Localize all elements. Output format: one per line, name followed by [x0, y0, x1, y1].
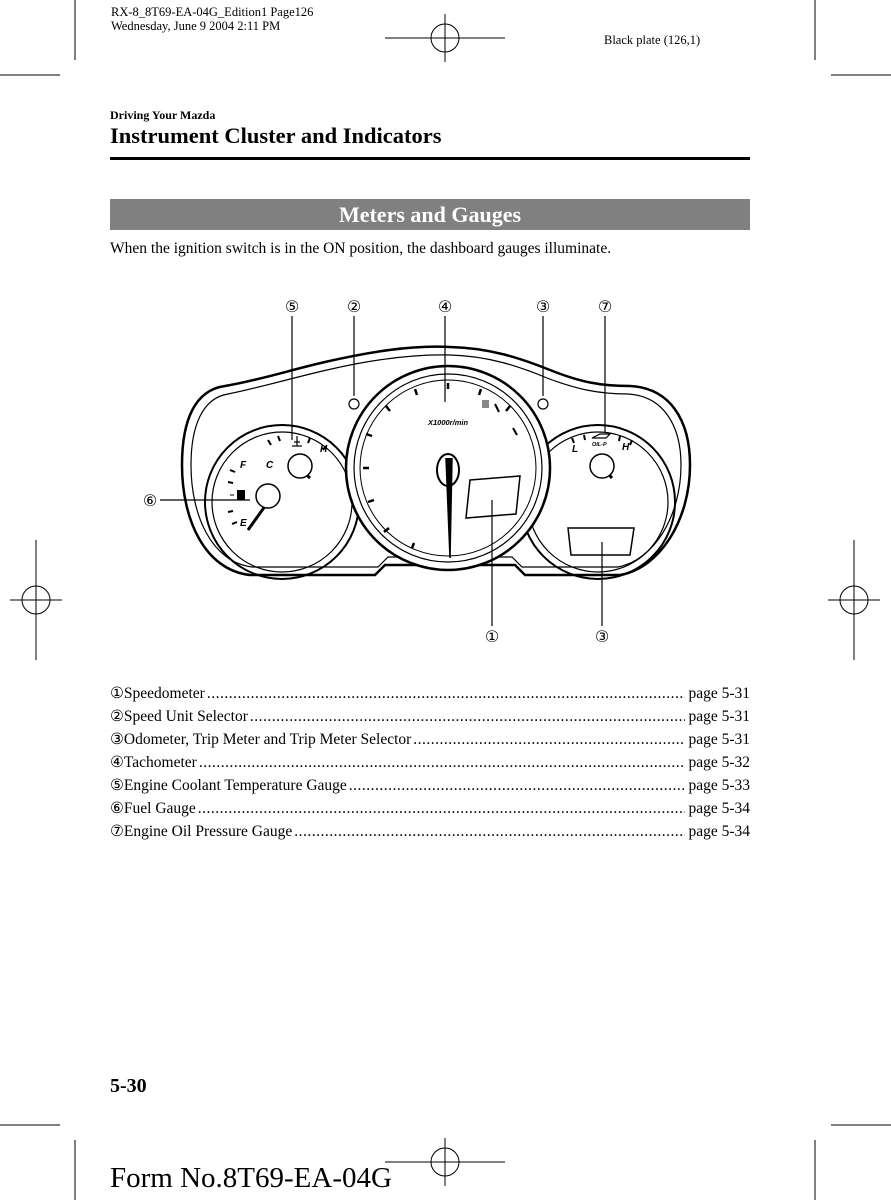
section-label: Driving Your Mazda	[110, 108, 216, 122]
left-gauge	[204, 424, 360, 580]
item-page-ref: page 5-31	[688, 708, 750, 725]
registration-mark-bottom	[385, 1138, 505, 1186]
fuel-empty-mark: E	[240, 518, 247, 529]
item-page-ref: page 5-34	[688, 823, 750, 840]
speedometer-display	[465, 475, 521, 519]
tach-unit-label: X1000r/min	[427, 418, 468, 427]
temp-hot-mark: H	[320, 444, 328, 455]
instrument-cluster-diagram: X1000r/min C H F E L H OIL-P ⑤ ② ④ ③ ⑦ ⑥…	[143, 297, 692, 646]
item-page-ref: page 5-32	[688, 754, 750, 771]
item-label: Engine Oil Pressure Gauge	[123, 823, 293, 840]
oil-low-mark: L	[572, 444, 578, 455]
item-page-ref: page 5-31	[688, 731, 750, 748]
tach-ticks	[363, 383, 511, 549]
odometer-display	[567, 527, 635, 556]
callout-3-bottom: ③	[595, 627, 609, 646]
item-label: Fuel Gauge	[123, 800, 196, 817]
item-label: Odometer, Trip Meter and Trip Meter Sele…	[123, 731, 412, 748]
oil-pressure-needle-hub	[589, 453, 615, 479]
trip-selector-knob	[537, 398, 549, 410]
callout-7: ⑦	[598, 297, 612, 316]
item-number: ⑦	[110, 823, 124, 840]
item-number: ④	[110, 754, 124, 771]
item-number: ②	[110, 708, 124, 725]
plate-label: Black plate (126,1)	[604, 33, 701, 47]
registration-mark-top	[385, 14, 505, 62]
print-header-line1: RX-8_8T69-EA-04G_Edition1 Page126	[111, 5, 314, 19]
intro-text: When the ignition switch is in the ON po…	[110, 240, 612, 257]
print-header: RX-8_8T69-EA-04G_Edition1 Page126 Wednes…	[111, 5, 313, 33]
callout-3-top: ③	[536, 297, 550, 316]
temp-cold-mark: C	[266, 460, 274, 471]
item-label: Engine Coolant Temperature Gauge	[123, 777, 347, 794]
item-number: ⑤	[110, 777, 124, 794]
item-label: Tachometer	[123, 754, 197, 771]
banner-heading: Meters and Gauges	[110, 199, 750, 230]
item-number: ③	[110, 731, 124, 748]
page-number: 5-30	[110, 1075, 147, 1097]
registration-mark-right	[828, 540, 880, 660]
callout-1: ①	[485, 627, 499, 646]
item-page-ref: page 5-31	[688, 685, 750, 702]
item-label: Speedometer	[123, 685, 205, 702]
oil-high-mark: H	[622, 442, 630, 453]
coolant-needle-hub	[287, 453, 313, 479]
item-number: ⑥	[110, 800, 124, 817]
speed-unit-selector-knob	[348, 398, 360, 410]
fuel-pump-icon	[230, 490, 245, 500]
print-header-line2: Wednesday, June 9 2004 2:11 PM	[111, 19, 281, 33]
title-rule	[110, 157, 750, 160]
thermometer-icon	[292, 436, 302, 447]
item-page-ref: page 5-34	[688, 800, 750, 817]
item-page-ref: page 5-33	[688, 777, 750, 794]
item-label: Speed Unit Selector	[123, 708, 248, 725]
redline-block	[482, 400, 489, 408]
oil-can-icon	[591, 433, 612, 439]
item-number: ①	[110, 685, 124, 702]
page-title: Instrument Cluster and Indicators	[110, 123, 442, 148]
tach-needle	[445, 457, 453, 559]
registration-mark-left	[10, 540, 62, 660]
callout-6: ⑥	[143, 491, 157, 510]
callout-4: ④	[438, 297, 452, 316]
form-number: Form No.8T69-EA-04G	[110, 1162, 392, 1194]
oil-pressure-label: OIL-P	[592, 442, 607, 448]
fuel-full-mark: F	[240, 460, 247, 471]
cluster-housing	[180, 345, 692, 577]
callout-2: ②	[347, 297, 361, 316]
fuel-needle-hub	[255, 483, 281, 509]
callout-5: ⑤	[285, 297, 299, 316]
